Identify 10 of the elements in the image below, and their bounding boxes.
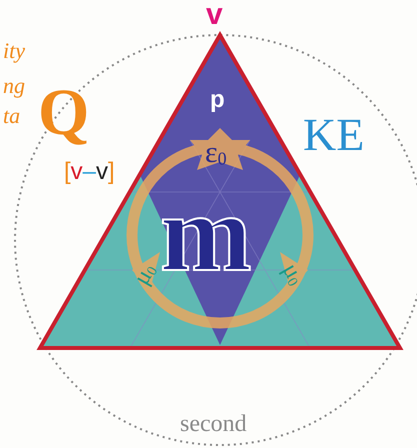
side-text: ng (3, 75, 25, 97)
side-label: Q (38, 80, 90, 146)
region-label: p (210, 88, 225, 112)
side-text: ta (3, 105, 20, 127)
side-label: KE (303, 112, 364, 158)
dimension-label: [v–v] (64, 160, 115, 184)
center-symbol: m (160, 178, 252, 288)
circle-label: second (180, 412, 247, 436)
vertex-label: v (206, 0, 223, 30)
side-text: ity (3, 40, 25, 62)
